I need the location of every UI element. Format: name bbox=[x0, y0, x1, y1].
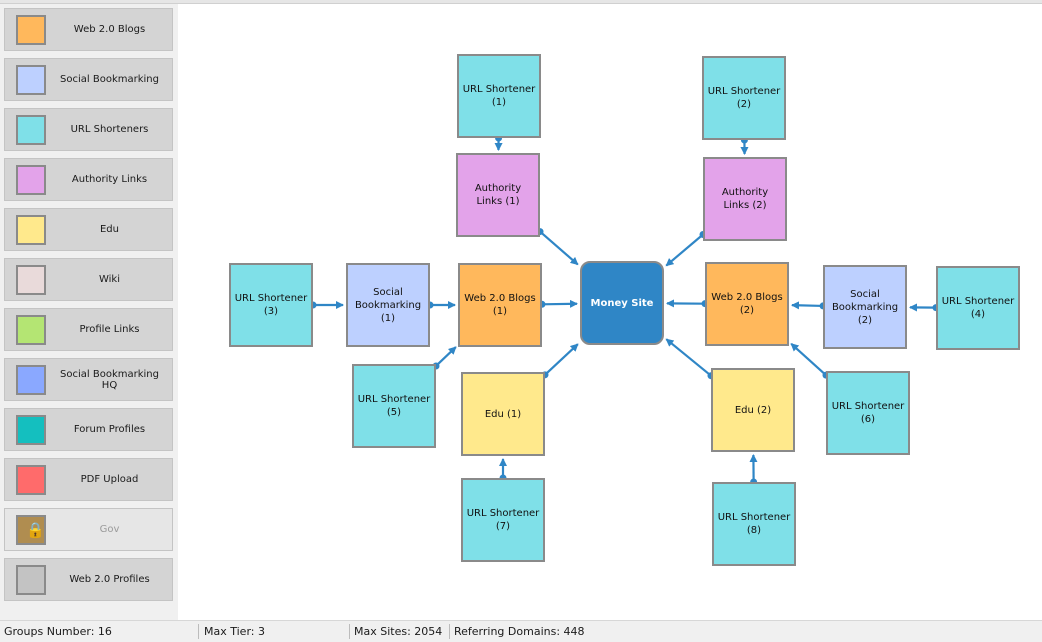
color-swatch bbox=[16, 115, 46, 145]
palette-item-label: Social Bookmarking bbox=[60, 74, 159, 85]
node-label: Money Site bbox=[590, 297, 654, 309]
node-label: Web 2.0 Blogs (2) bbox=[711, 292, 783, 316]
locked-swatch: 🔒 bbox=[16, 515, 46, 545]
node-label: URL Shortener (7) bbox=[466, 508, 540, 532]
edge-edu1-to-money[interactable] bbox=[544, 343, 579, 376]
palette-item-gov: 🔒 Gov bbox=[4, 508, 173, 551]
palette-item-label: Profile Links bbox=[79, 324, 140, 335]
palette-item-label: Social Bookmarking HQ bbox=[60, 368, 159, 391]
node-url1[interactable]: URL Shortener (1) bbox=[457, 54, 541, 138]
node-label: Authority Links (1) bbox=[474, 183, 522, 207]
edge-sb2-to-web2[interactable] bbox=[790, 301, 824, 310]
node-url8[interactable]: URL Shortener (8) bbox=[712, 482, 796, 566]
color-swatch bbox=[16, 565, 46, 595]
palette-item-wiki[interactable]: Wiki bbox=[4, 258, 173, 301]
color-swatch bbox=[16, 165, 46, 195]
palette-item-label: Authority Links bbox=[71, 174, 148, 185]
color-swatch bbox=[16, 415, 46, 445]
node-url3[interactable]: URL Shortener (3) bbox=[229, 263, 313, 347]
node-auth2[interactable]: Authority Links (2) bbox=[703, 157, 787, 241]
lock-icon: 🔒 bbox=[26, 521, 45, 539]
palette-item-social-bookmarking-hq[interactable]: Social Bookmarking HQ bbox=[4, 358, 173, 401]
node-label: URL Shortener (3) bbox=[234, 293, 308, 317]
money-site-node[interactable]: Money Site bbox=[580, 261, 664, 345]
edge-auth2-to-money[interactable] bbox=[665, 233, 704, 267]
color-swatch bbox=[16, 15, 46, 45]
color-swatch bbox=[16, 215, 46, 245]
node-label: Social Bookmarking (1) bbox=[354, 286, 422, 324]
node-web2[interactable]: Web 2.0 Blogs (2) bbox=[705, 262, 789, 346]
palette-item-web-2-0-blogs[interactable]: Web 2.0 Blogs bbox=[4, 8, 173, 51]
palette-item-label: Forum Profiles bbox=[73, 424, 146, 435]
palette-item-profile-links[interactable]: Profile Links bbox=[4, 308, 173, 351]
status-divider bbox=[349, 624, 350, 639]
palette-item-forum-profiles[interactable]: Forum Profiles bbox=[4, 408, 173, 451]
palette-item-label: Wiki bbox=[98, 274, 120, 285]
node-label: URL Shortener (2) bbox=[707, 86, 781, 110]
node-sb1[interactable]: Social Bookmarking (1) bbox=[346, 263, 430, 347]
node-auth1[interactable]: Authority Links (1) bbox=[456, 153, 540, 237]
diagram-canvas[interactable]: Money Site URL Shortener (1) URL Shortener… bbox=[178, 4, 1042, 620]
edge-url6-to-web2[interactable] bbox=[790, 343, 827, 376]
node-label: Edu (2) bbox=[734, 404, 772, 416]
palette-item-label: PDF Upload bbox=[80, 474, 139, 485]
node-label: URL Shortener (4) bbox=[941, 296, 1015, 320]
palette-item-pdf-upload[interactable]: PDF Upload bbox=[4, 458, 173, 501]
color-swatch bbox=[16, 365, 46, 395]
palette-item-url-shorteners[interactable]: URL Shorteners bbox=[4, 108, 173, 151]
color-swatch bbox=[16, 315, 46, 345]
palette-item-label: URL Shorteners bbox=[70, 124, 149, 135]
palette-item-web-2-0-profiles[interactable]: Web 2.0 Profiles bbox=[4, 558, 173, 601]
node-url2[interactable]: URL Shortener (2) bbox=[702, 56, 786, 140]
node-url4[interactable]: URL Shortener (4) bbox=[936, 266, 1020, 350]
edge-auth1-to-money[interactable] bbox=[539, 230, 579, 266]
palette-item-label: Edu bbox=[99, 224, 119, 235]
edge-edu2-to-money[interactable] bbox=[665, 338, 712, 377]
node-label: URL Shortener (1) bbox=[462, 84, 536, 108]
palette-item-label: Web 2.0 Blogs bbox=[73, 24, 146, 35]
edge-web1-to-money[interactable] bbox=[541, 299, 579, 308]
node-url5[interactable]: URL Shortener (5) bbox=[352, 364, 436, 448]
color-swatch bbox=[16, 265, 46, 295]
edge-url5-to-web1[interactable] bbox=[435, 346, 457, 367]
node-url7[interactable]: URL Shortener (7) bbox=[461, 478, 545, 562]
color-swatch bbox=[16, 465, 46, 495]
node-label: Web 2.0 Blogs (1) bbox=[464, 293, 536, 317]
status-max-tier: Max Tier: 3 bbox=[204, 625, 265, 638]
palette-item-social-bookmarking[interactable]: Social Bookmarking bbox=[4, 58, 173, 101]
node-label: Social Bookmarking (2) bbox=[831, 288, 899, 326]
palette-item-label: Web 2.0 Profiles bbox=[69, 574, 150, 585]
node-url6[interactable]: URL Shortener (6) bbox=[826, 371, 910, 455]
node-label: URL Shortener (8) bbox=[717, 512, 791, 536]
top-toolbar-strip bbox=[0, 0, 1042, 4]
status-groups-number: Groups Number: 16 bbox=[4, 625, 112, 638]
status-divider bbox=[449, 624, 450, 639]
node-web1[interactable]: Web 2.0 Blogs (1) bbox=[458, 263, 542, 347]
color-swatch bbox=[16, 65, 46, 95]
node-edu2[interactable]: Edu (2) bbox=[711, 368, 795, 452]
palette-item-label: Gov bbox=[99, 524, 120, 535]
node-label: Authority Links (2) bbox=[721, 187, 769, 211]
palette-item-authority-links[interactable]: Authority Links bbox=[4, 158, 173, 201]
status-max-sites: Max Sites: 2054 bbox=[354, 625, 443, 638]
node-label: URL Shortener (5) bbox=[357, 394, 431, 418]
status-bar: Groups Number: 16 Max Tier: 3 Max Sites:… bbox=[0, 620, 1042, 642]
node-label: URL Shortener (6) bbox=[831, 401, 905, 425]
node-sb2[interactable]: Social Bookmarking (2) bbox=[823, 265, 907, 349]
node-label: Edu (1) bbox=[484, 408, 522, 420]
status-divider bbox=[198, 624, 199, 639]
node-edu1[interactable]: Edu (1) bbox=[461, 372, 545, 456]
palette-item-edu[interactable]: Edu bbox=[4, 208, 173, 251]
status-referring-domains: Referring Domains: 448 bbox=[454, 625, 585, 638]
